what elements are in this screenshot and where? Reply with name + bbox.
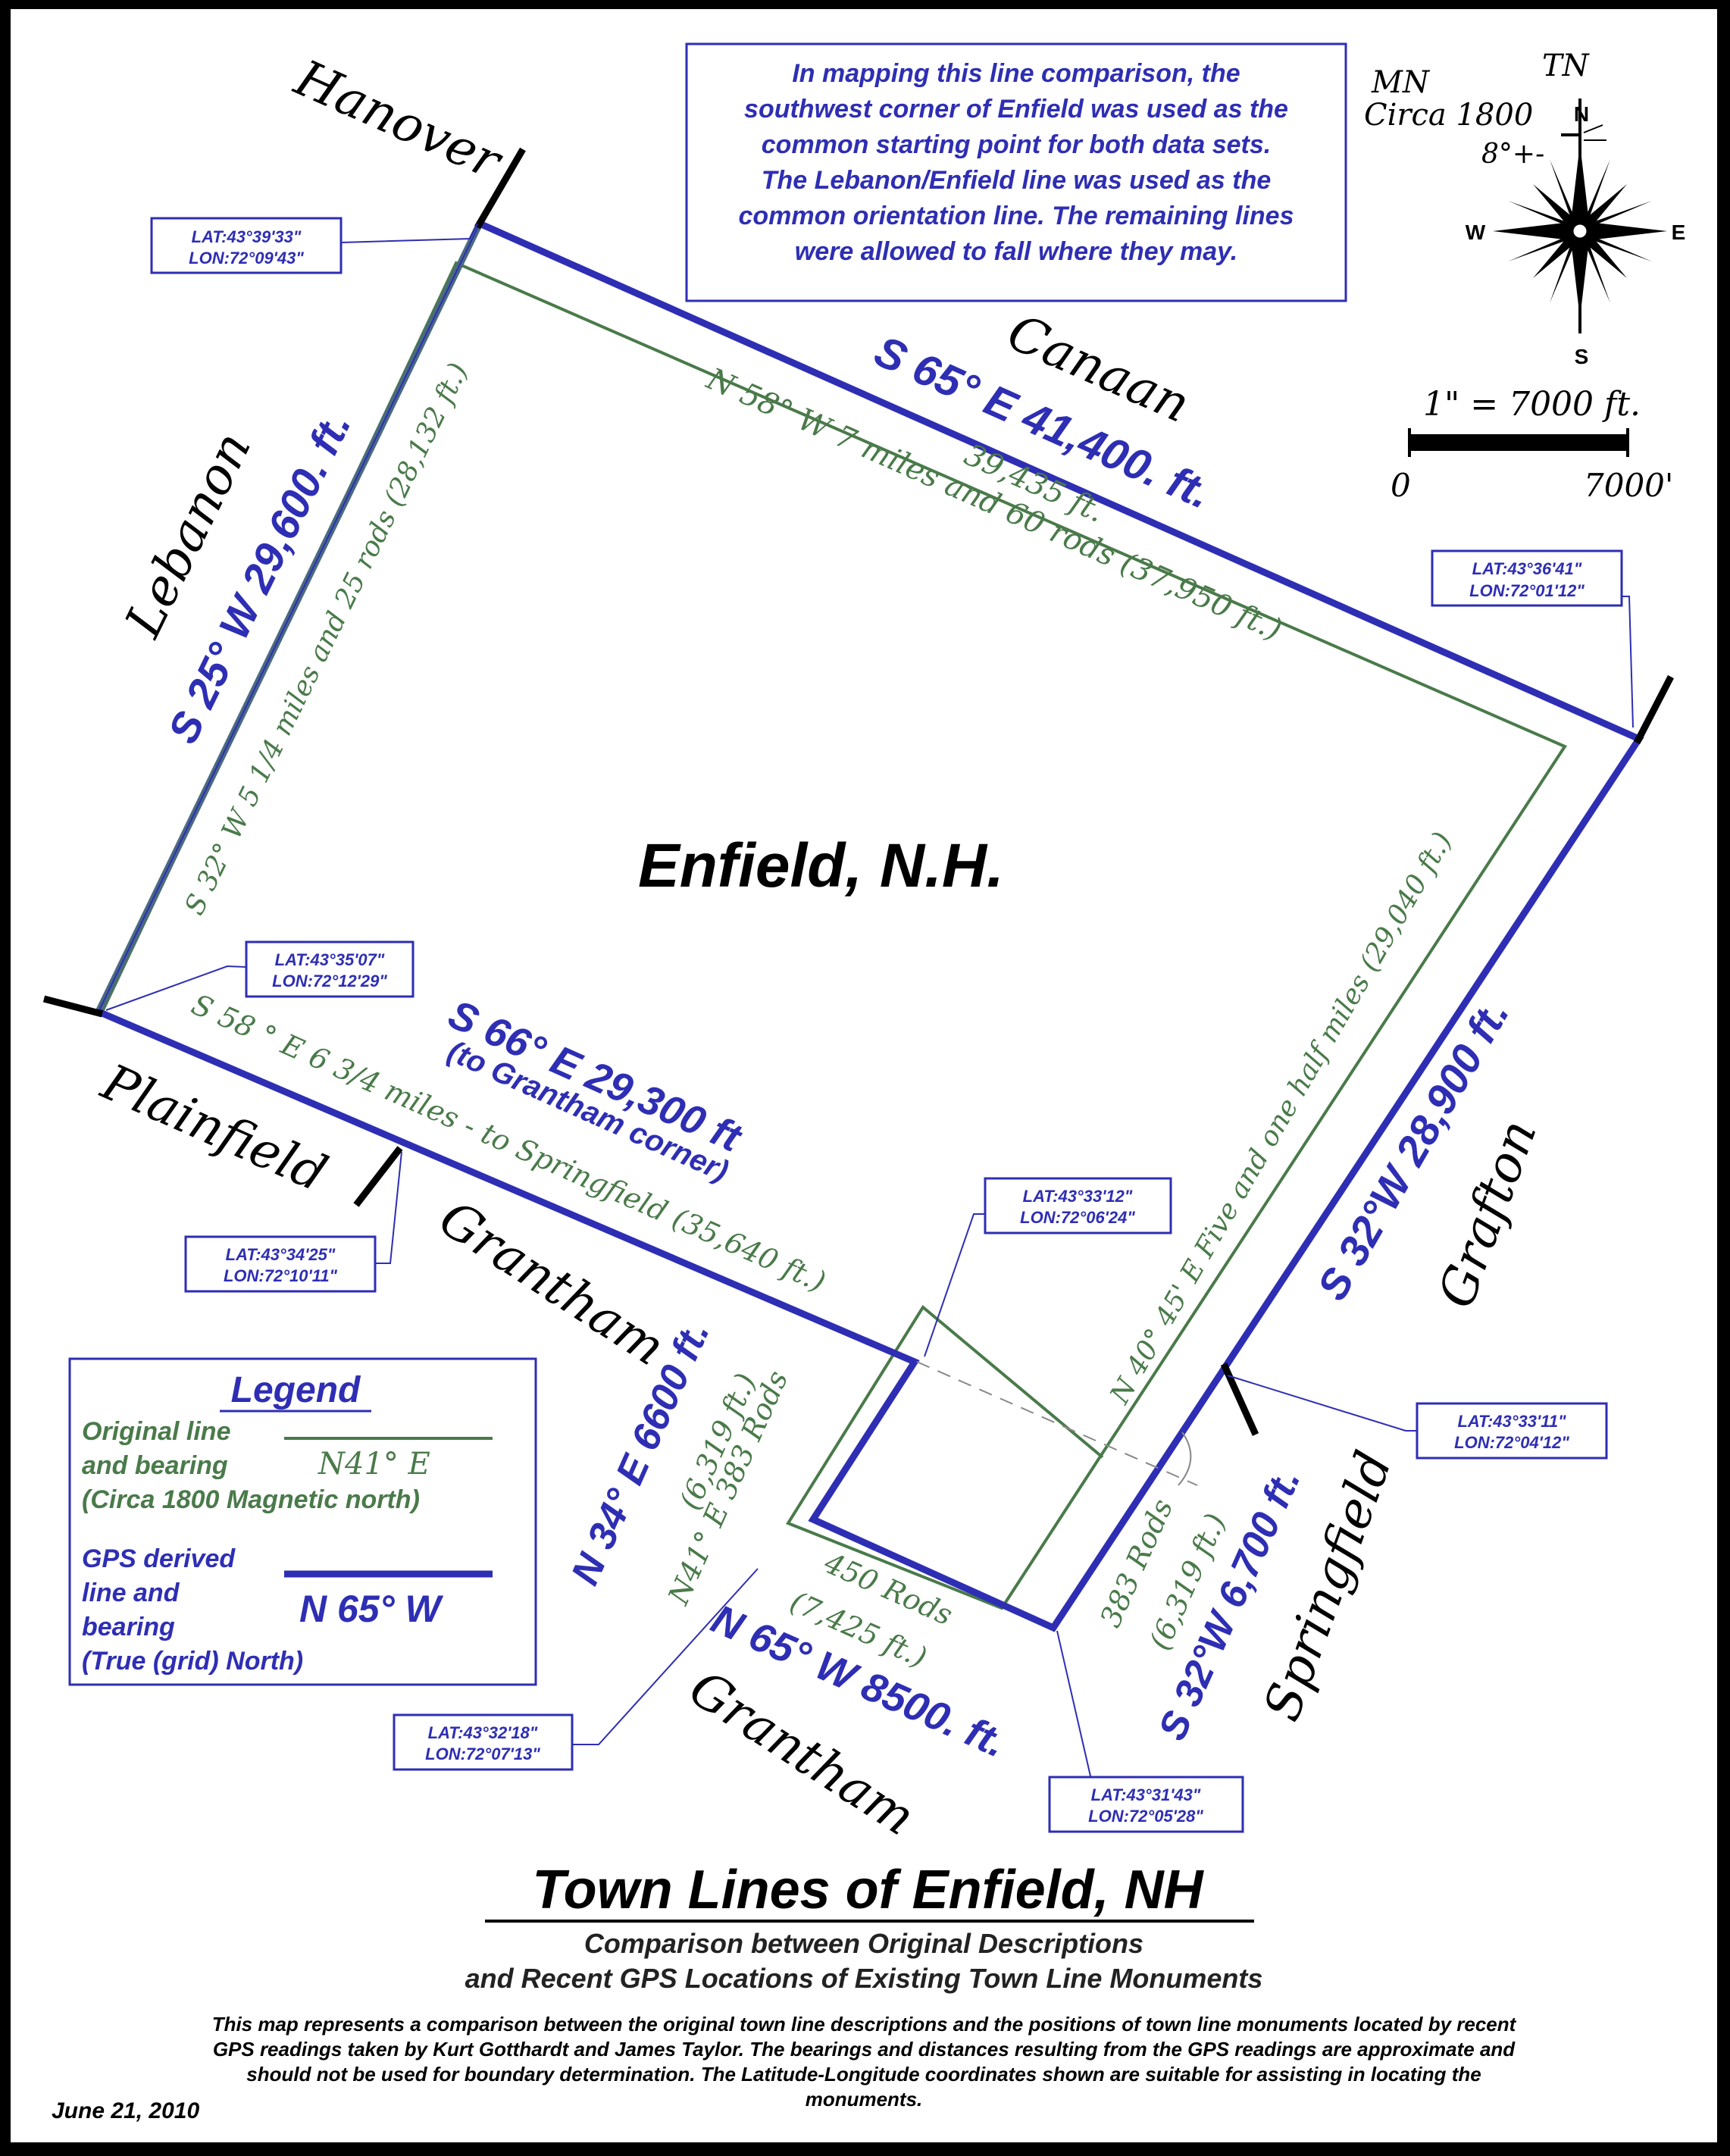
legend-gps-sample: N 65° W xyxy=(299,1588,444,1630)
original-boundary xyxy=(101,261,1567,1610)
monument-plainfield-grantham xyxy=(353,1146,403,1207)
legend-gps-line-2: line and xyxy=(82,1579,180,1607)
map-title: Town Lines of Enfield, NH xyxy=(532,1860,1204,1920)
note-line-6: were allowed to fall where they may. xyxy=(795,237,1238,266)
callout-lat: LAT:43°39'33" xyxy=(192,227,302,246)
legend-orig-line-2: and bearing xyxy=(82,1451,228,1480)
scale-max: 7000' xyxy=(1584,467,1673,504)
legend-gps-line-1: GPS derived xyxy=(82,1544,236,1573)
callout-lon: LON:72°10'11" xyxy=(224,1266,338,1285)
center-label: Enfield, N.H. xyxy=(638,831,1004,900)
callout-lon: LON:72°12'29" xyxy=(272,972,387,990)
subtitle-line-1: Comparison between Original Descriptions xyxy=(584,1928,1143,1959)
callout-lon: LON:72°06'24" xyxy=(1020,1208,1135,1227)
note-line-3: common starting point for both data sets… xyxy=(762,130,1271,159)
note-line-4: The Lebanon/Enfield line was used as the xyxy=(762,166,1272,195)
disclaimer-line-1: This map represents a comparison between… xyxy=(212,2013,1517,2036)
callout-leaders xyxy=(105,223,1634,1780)
callout-lon: LON:72°07'13" xyxy=(425,1745,540,1763)
scale-zero: 0 xyxy=(1391,467,1411,504)
monument-canaan-grafton xyxy=(1634,674,1674,745)
disclaimer-line-2: GPS readings taken by Kurt Gotthardt and… xyxy=(213,2038,1516,2061)
legend-gps-line-3: bearing xyxy=(82,1613,175,1641)
compass-n: N xyxy=(1574,102,1589,126)
scale-bar: 1" = 7000 ft. 0 7000' xyxy=(1391,385,1673,504)
callout-notch-west: LAT:43°32'18" LON:72°07'13" xyxy=(393,1713,574,1771)
gps-lines xyxy=(95,220,1644,1632)
dashed-link xyxy=(916,1361,1198,1486)
callout-lat: LAT:43°33'12" xyxy=(1023,1187,1133,1206)
callout-lon: LON:72°01'12" xyxy=(1469,581,1585,600)
callout-lat: LAT:43°34'25" xyxy=(226,1245,336,1264)
monument-lebanon-plainfield xyxy=(42,995,104,1018)
compass-circa: Circa 1800 xyxy=(1364,98,1533,133)
callout-lat: LAT:43°31'43" xyxy=(1091,1785,1201,1804)
callout-grafton-springfield: LAT:43°33'11" LON:72°04'12" xyxy=(1416,1402,1608,1460)
disclaimer-line-3: should not be used for boundary determin… xyxy=(246,2063,1481,2086)
callout-lebanon-plainfield: LAT:43°35'07" LON:72°12'29" xyxy=(245,940,415,998)
callout-lat: LAT:43°35'07" xyxy=(275,950,385,969)
subtitle-line-2: and Recent GPS Locations of Existing Tow… xyxy=(465,1963,1263,1994)
callout-hanover: LAT:43°39'33" LON:72°09'43" xyxy=(150,217,343,274)
compass-w: W xyxy=(1466,221,1486,244)
legend: Legend Original line and bearing (Circa … xyxy=(68,1357,537,1686)
note-line-5: common orientation line. The remaining l… xyxy=(739,202,1294,230)
original-lines xyxy=(101,261,1567,1610)
compass-s: S xyxy=(1575,345,1589,368)
note-line-1: In mapping this line comparison, the xyxy=(792,59,1240,88)
callout-lon: LON:72°05'28" xyxy=(1088,1807,1203,1826)
map-date: June 21, 2010 xyxy=(52,2098,199,2123)
callout-plainfield-grantham: LAT:43°34'25" LON:72°10'11" xyxy=(184,1235,377,1293)
title-block: Town Lines of Enfield, NH Comparison bet… xyxy=(52,1860,1517,2123)
callout-lon: LON:72°04'12" xyxy=(1454,1433,1569,1452)
callout-grantham-corner: LAT:43°33'12" LON:72°06'24" xyxy=(984,1177,1172,1234)
callout-lat: LAT:43°33'11" xyxy=(1457,1412,1566,1431)
gps-boundary xyxy=(97,220,1644,1632)
legend-gps-line-4: (True (grid) North) xyxy=(82,1647,303,1676)
monument-hanover xyxy=(474,147,526,230)
paper xyxy=(11,9,1717,2142)
scale-ratio: 1" = 7000 ft. xyxy=(1423,385,1641,424)
compass-mn: MN xyxy=(1371,65,1431,100)
compass-tn: TN xyxy=(1542,49,1591,83)
legend-orig-line-1: Original line xyxy=(82,1417,230,1446)
compass-declination: 8°+- xyxy=(1481,139,1544,170)
callout-lat: LAT:43°32'18" xyxy=(428,1723,538,1742)
monument-callouts: LAT:43°39'33" LON:72°09'43" LAT:43°36'41… xyxy=(150,217,1623,1833)
callout-lat: LAT:43°36'41" xyxy=(1472,559,1582,578)
note-line-2: southwest corner of Enfield was used as … xyxy=(744,95,1288,124)
legend-orig-line-3: (Circa 1800 Magnetic north) xyxy=(82,1485,420,1514)
disclaimer-line-4: monuments. xyxy=(806,2088,923,2111)
callout-canaan-grafton: LAT:43°36'41" LON:72°01'12" xyxy=(1431,549,1623,607)
compass-e: E xyxy=(1672,221,1686,244)
legend-title: Legend xyxy=(231,1370,361,1410)
callout-lon: LON:72°09'43" xyxy=(189,249,304,268)
compass-star-icon xyxy=(1493,144,1667,318)
callout-notch-east: LAT:43°31'43" LON:72°05'28" xyxy=(1048,1776,1244,1833)
compass-rose: MN TN Circa 1800 8°+- xyxy=(1364,49,1685,368)
legend-orig-sample: N41° E xyxy=(318,1447,430,1482)
note-box: In mapping this line comparison, the sou… xyxy=(685,42,1347,302)
